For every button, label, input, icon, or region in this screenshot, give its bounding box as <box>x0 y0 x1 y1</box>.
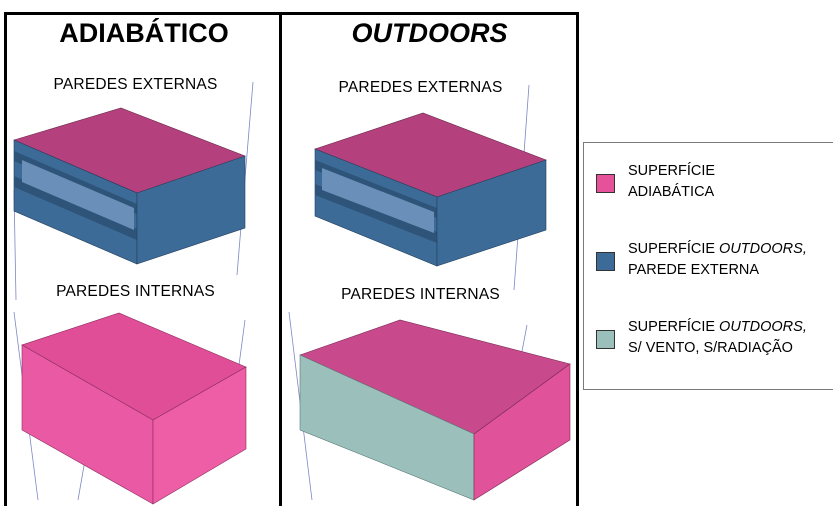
window-strip <box>22 160 134 230</box>
right-bottom-label: PAREDES INTERNAS <box>341 286 500 303</box>
left-bottom-label: PAREDES INTERNAS <box>56 283 215 300</box>
side-wall-face <box>473 363 571 501</box>
legend-label: ADIABÁTICA <box>628 184 715 200</box>
legend-swatch-blue <box>596 252 615 271</box>
side-wall-face <box>136 155 246 265</box>
panel-title-adiabatic: ADIABÁTICO <box>59 18 229 48</box>
legend-label: SUPERFÍCIE <box>628 163 716 179</box>
legend-swatch-pink <box>596 174 615 193</box>
wall-band <box>14 176 137 240</box>
left-top-label: PAREDES EXTERNAS <box>53 76 218 93</box>
legend-label: SUPERFÍCIE OUTDOORS, <box>628 319 807 335</box>
panel-frame <box>4 12 579 506</box>
legend-label: S/ VENTO, S/RADIAÇÃO <box>628 340 793 356</box>
right-bottom-box <box>299 319 571 501</box>
panel-title-outdoors: OUTDOORS <box>351 18 508 48</box>
right-top-box <box>314 112 547 267</box>
legend-label: SUPERFÍCIE OUTDOORS, <box>628 241 807 257</box>
legend: SUPERFÍCIE ADIABÁTICA SUPERFÍCIE OUTDOOR… <box>583 142 833 390</box>
right-top-label: PAREDES EXTERNAS <box>338 79 503 96</box>
panel-divider <box>279 12 282 506</box>
legend-label: PAREDE EXTERNA <box>628 262 760 278</box>
side-wall-face <box>436 159 547 267</box>
side-wall-face <box>152 366 247 505</box>
window-strip <box>322 168 434 233</box>
left-top-box <box>13 107 246 265</box>
legend-swatch-teal <box>596 330 615 349</box>
left-bottom-box <box>21 312 247 505</box>
